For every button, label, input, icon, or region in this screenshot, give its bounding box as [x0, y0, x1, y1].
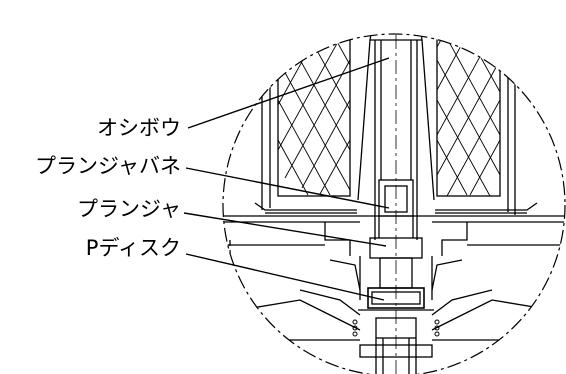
- p-disk-label: Pディスク: [85, 236, 181, 260]
- detail-circle: [222, 33, 566, 374]
- plunger-label: プランジャ: [77, 197, 181, 221]
- left-coil-winding: [277, 34, 351, 196]
- plunger-spring-leader: [185, 167, 390, 209]
- small-spring-coils: [352, 319, 440, 337]
- push-rod-leader: [187, 57, 390, 129]
- right-coil-winding: [436, 34, 501, 197]
- plunger-spring-label: プランジャバネ: [35, 154, 181, 178]
- plunger-leader: [183, 212, 387, 247]
- p-disk-leader: [185, 253, 385, 301]
- push-rod-label: オシボウ: [97, 116, 181, 140]
- mechanism-detail: [223, 34, 565, 374]
